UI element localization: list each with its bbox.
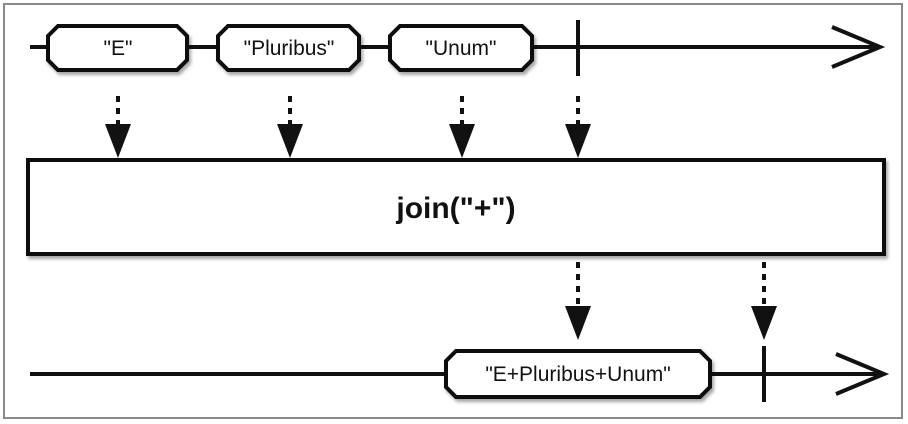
input-marble-pluribus-label: "Pluribus": [244, 37, 335, 60]
operator-label: join("+"): [395, 192, 515, 225]
output-marble-joined-label: "E+Pluribus+Unum": [485, 363, 670, 386]
input-marble-unum: "Unum": [388, 24, 534, 72]
arrow-e-to-operator: [105, 96, 131, 158]
input-marble-pluribus-shape: [216, 24, 361, 72]
input-to-operator-arrows: [105, 96, 591, 158]
operator-box: join("+"): [26, 158, 886, 256]
operator-box-shape: [26, 158, 886, 256]
arrow-unum-to-operator: [449, 96, 475, 158]
input-marble-e: "E": [46, 24, 189, 72]
input-marble-e-label: "E": [104, 37, 133, 60]
input-marble-pluribus: "Pluribus": [216, 24, 361, 72]
output-marble-joined: "E+Pluribus+Unum": [444, 349, 712, 399]
input-marble-e-shape: [46, 24, 189, 72]
operator-to-output-arrows: [565, 262, 777, 340]
output-timeline-arrowhead: [835, 352, 890, 396]
input-timeline: "E" "Pluribus" "Unum": [30, 20, 886, 76]
output-timeline: "E+Pluribus+Unum": [30, 346, 890, 402]
input-timeline-arrowhead: [831, 25, 886, 69]
arrow-completion-to-operator: [565, 96, 591, 158]
arrow-pluribus-to-operator: [277, 96, 303, 158]
arrow-operator-to-result: [565, 262, 591, 340]
input-marble-unum-shape: [388, 24, 534, 72]
arrow-operator-to-completion: [751, 262, 777, 340]
input-marble-unum-label: "Unum": [426, 37, 497, 60]
output-marble-joined-shape: [444, 349, 712, 399]
